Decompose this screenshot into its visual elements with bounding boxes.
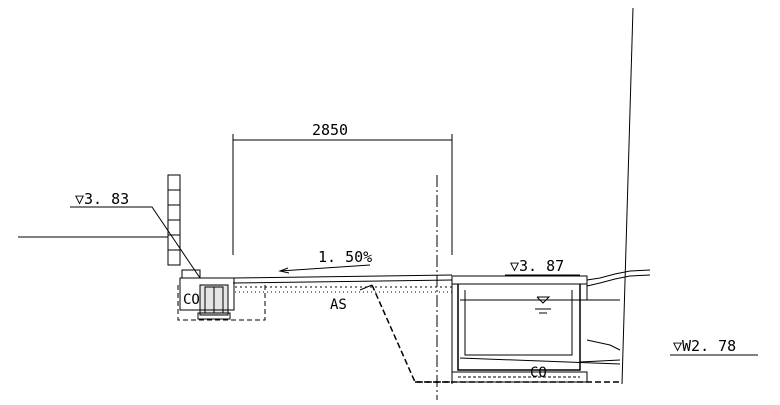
channel-side-line — [579, 359, 621, 363]
left-level-label: ▽3. 83 — [75, 190, 129, 208]
left-gutter — [179, 269, 235, 320]
concrete-label-right: CO — [530, 365, 547, 381]
dimension-2850 — [232, 134, 453, 255]
right-slope-line — [621, 7, 634, 385]
concrete-label-left: CO — [183, 292, 200, 308]
u-channel — [451, 275, 588, 384]
dimension-label: 2850 — [312, 121, 348, 139]
right-bank — [586, 339, 621, 351]
channel-bottom-line — [459, 357, 621, 365]
water-level-label: ▽W2. 78 — [673, 337, 736, 355]
excavation-line — [371, 284, 452, 383]
as-leader — [359, 284, 373, 291]
right-ground-lower — [586, 274, 651, 287]
fence — [167, 174, 181, 266]
right-level-label: ▽3. 87 — [510, 257, 564, 275]
road-surface-bottom — [232, 279, 453, 284]
road-surface-top — [232, 274, 453, 279]
left-level-leader — [70, 206, 201, 279]
water-surface — [460, 296, 620, 314]
left-excavation — [177, 283, 266, 321]
slope-arrow — [278, 264, 371, 274]
right-ground — [586, 269, 651, 281]
pavement-label: AS — [330, 297, 347, 313]
slope-label: 1. 50% — [318, 248, 372, 266]
